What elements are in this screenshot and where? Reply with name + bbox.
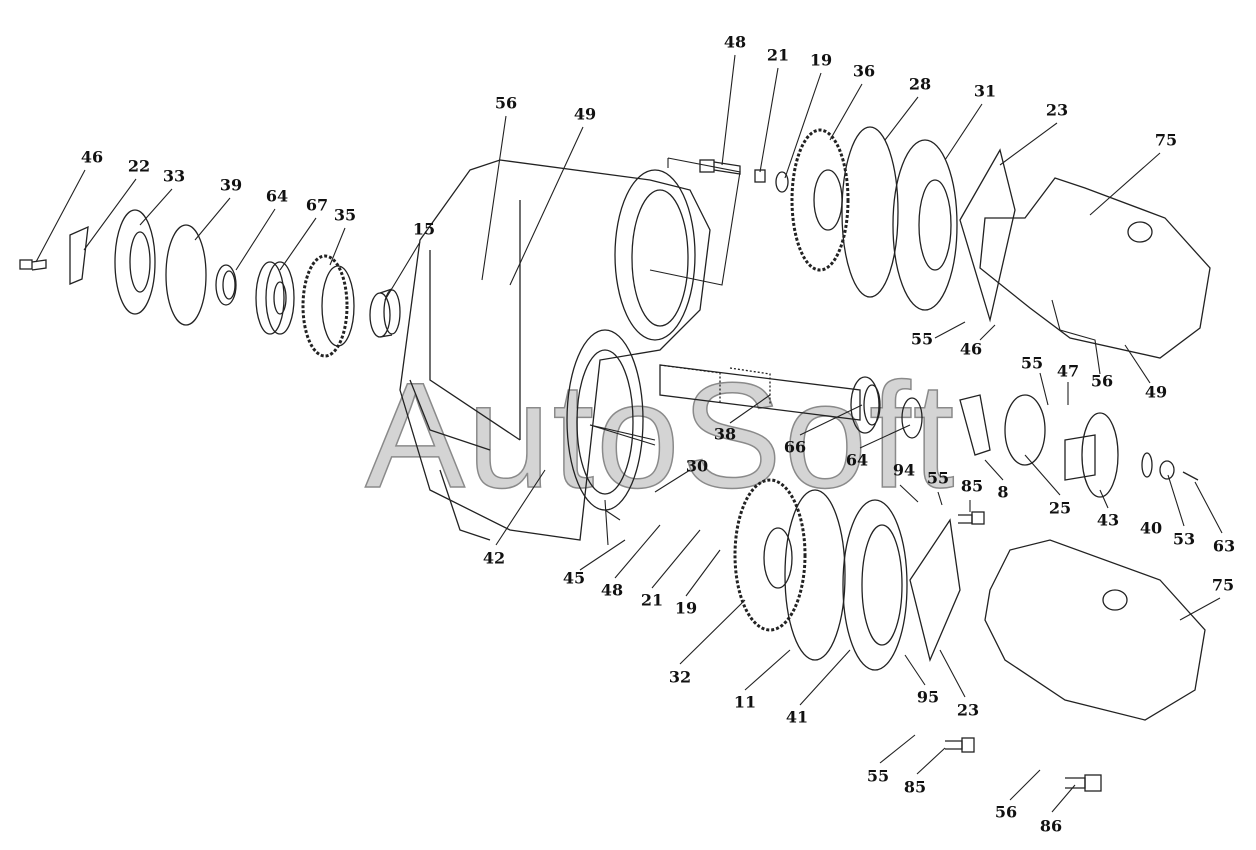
callout-30: 30: [685, 456, 709, 476]
callout-23: 23: [956, 700, 980, 720]
callout-75: 75: [1154, 130, 1178, 150]
callout-85: 85: [903, 777, 927, 797]
callout-64: 64: [845, 450, 869, 470]
callout-19: 19: [809, 50, 833, 70]
gasket-39: [165, 224, 207, 326]
callout-55: 55: [866, 766, 890, 786]
callout-46: 46: [959, 339, 983, 359]
callout-94: 94: [892, 460, 916, 480]
bolt-48: [699, 159, 741, 175]
gasket-11: [784, 489, 846, 661]
callout-41: 41: [785, 707, 809, 727]
callout-22: 22: [127, 156, 151, 176]
callout-38: 38: [713, 424, 737, 444]
callout-86: 86: [1039, 816, 1063, 836]
callout-19: 19: [674, 598, 698, 618]
callout-47: 47: [1056, 361, 1080, 381]
gasket-23b: [909, 518, 961, 663]
bearing-67: [255, 261, 295, 335]
gasket-8: [959, 394, 991, 456]
seal-64: [215, 264, 237, 306]
bolt-85: [958, 511, 985, 525]
callout-15: 15: [412, 219, 436, 239]
callout-42: 42: [482, 548, 506, 568]
callout-48: 48: [723, 32, 747, 52]
plate-22: [69, 225, 89, 285]
gasket-28: [841, 126, 899, 298]
callout-49: 49: [1144, 382, 1168, 402]
gear-32: [733, 478, 807, 632]
nut-53: [1159, 460, 1175, 480]
bolt-85b: [945, 737, 975, 753]
leader-lines: [35, 54, 1223, 813]
pin-63: [1182, 471, 1199, 481]
callout-64: 64: [265, 186, 289, 206]
bolt-46: [19, 259, 47, 271]
washer-19: [775, 171, 789, 193]
motor-75-upper: [979, 177, 1211, 359]
motor-75-lower: [984, 539, 1206, 721]
washer-40: [1141, 452, 1153, 478]
callout-55: 55: [1020, 353, 1044, 373]
callout-21: 21: [640, 590, 664, 610]
callout-21: 21: [766, 45, 790, 65]
callout-56: 56: [994, 802, 1018, 822]
callout-8: 8: [997, 482, 1009, 502]
callout-35: 35: [333, 205, 357, 225]
bolt-86: [1065, 774, 1102, 792]
callout-45: 45: [562, 568, 586, 588]
seal-64b: [901, 397, 923, 439]
callout-36: 36: [852, 61, 876, 81]
cover-33: [114, 209, 156, 315]
callout-25: 25: [1048, 498, 1072, 518]
callout-56: 56: [1090, 371, 1114, 391]
bushing-15: [369, 288, 401, 338]
callout-32: 32: [668, 667, 692, 687]
shaft-38: [659, 364, 861, 421]
callout-56: 56: [494, 93, 518, 113]
gasket-23: [959, 148, 1016, 323]
callout-46: 46: [80, 147, 104, 167]
callout-66: 66: [783, 437, 807, 457]
bearing-66: [850, 376, 881, 434]
callout-31: 31: [973, 81, 997, 101]
housing-42: [399, 159, 711, 541]
callout-40: 40: [1139, 518, 1163, 538]
callout-23: 23: [1045, 100, 1069, 120]
flange-41: [842, 499, 908, 671]
callout-67: 67: [305, 195, 329, 215]
callout-33: 33: [162, 166, 186, 186]
callout-55: 55: [926, 468, 950, 488]
callout-49: 49: [573, 104, 597, 124]
callout-75: 75: [1211, 575, 1235, 595]
callout-63: 63: [1212, 536, 1236, 556]
callout-53: 53: [1172, 529, 1196, 549]
gear-35: [301, 254, 355, 358]
flange-43: [1064, 412, 1119, 498]
callout-28: 28: [908, 74, 932, 94]
housing-25: [1004, 394, 1046, 466]
callout-55: 55: [910, 329, 934, 349]
gear-36: [790, 128, 850, 272]
callout-85: 85: [960, 476, 984, 496]
callout-43: 43: [1096, 510, 1120, 530]
callout-39: 39: [219, 175, 243, 195]
callout-48: 48: [600, 580, 624, 600]
callout-11: 11: [733, 692, 757, 712]
flange-31: [892, 139, 958, 311]
callout-95: 95: [916, 687, 940, 707]
